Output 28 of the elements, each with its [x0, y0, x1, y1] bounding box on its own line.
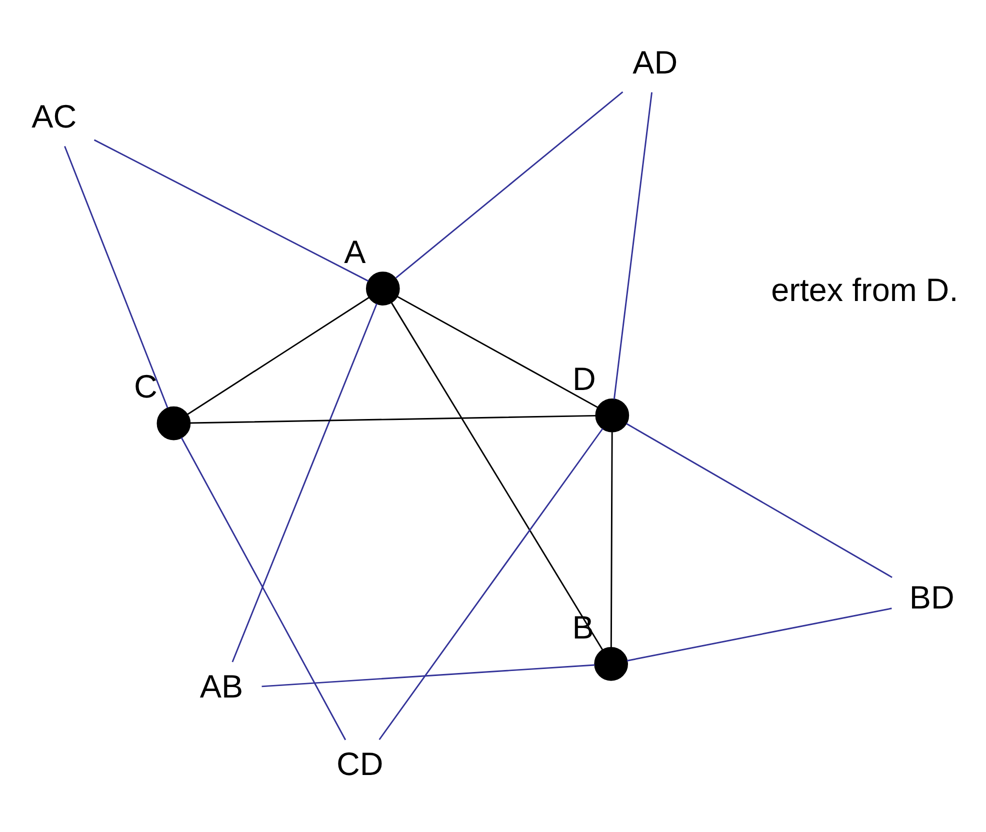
label: ertex from D. [771, 272, 958, 308]
connector [610, 432, 613, 648]
node-text: AC [32, 98, 77, 135]
connector [613, 92, 653, 400]
connector [94, 139, 369, 282]
connector [262, 664, 595, 688]
node-circle [594, 647, 628, 681]
node-circle [366, 272, 400, 306]
connector [378, 428, 604, 740]
node-circle [595, 398, 630, 432]
node-text: CD [336, 746, 384, 782]
connector [180, 437, 346, 740]
connector [626, 423, 892, 578]
node-label: A [344, 234, 366, 270]
connector [626, 608, 892, 662]
connector [187, 296, 370, 415]
node-text: BD [909, 580, 954, 616]
node-text: AB [200, 668, 244, 704]
node-label: D [572, 360, 596, 397]
connector [64, 146, 168, 408]
connector [190, 414, 596, 424]
node-text: AD [632, 44, 678, 81]
node-circle [156, 406, 191, 440]
connector [390, 302, 604, 650]
node-label: C [134, 368, 158, 405]
connector [396, 91, 624, 278]
connector [396, 296, 598, 408]
connector [232, 304, 378, 662]
